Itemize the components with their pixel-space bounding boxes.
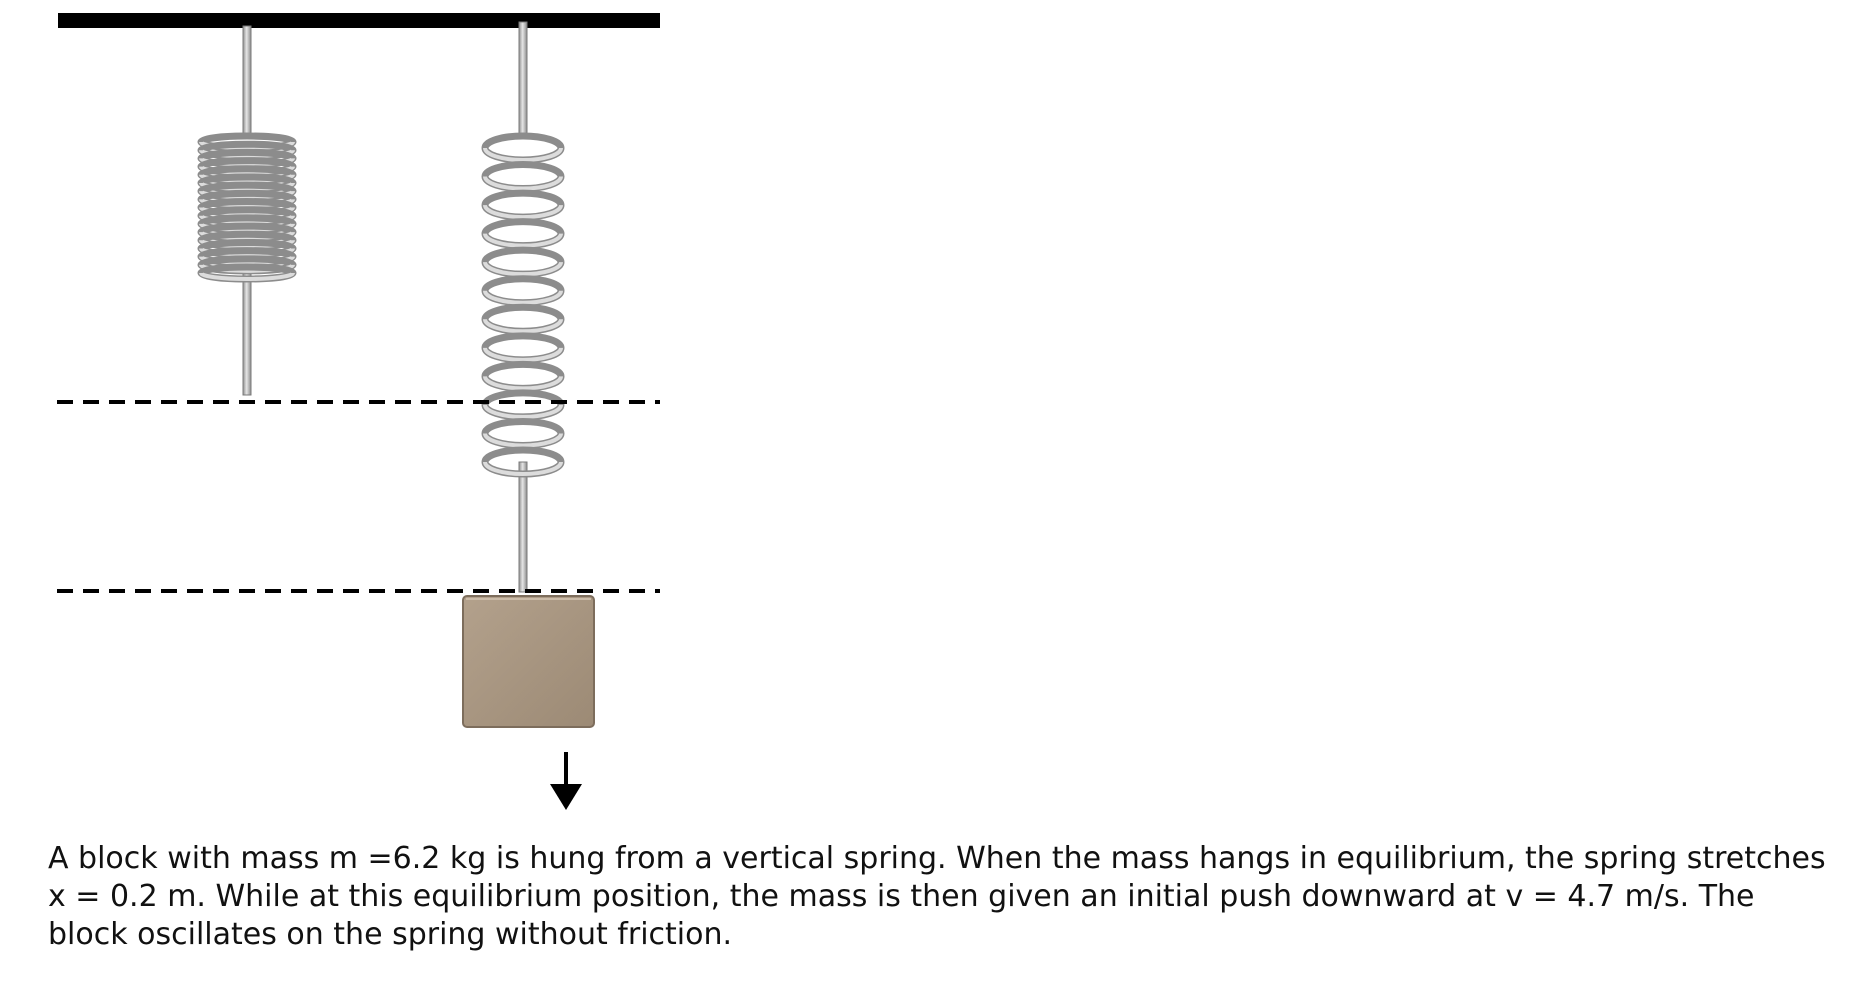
- right-spring-top-rod: [518, 21, 528, 135]
- spring-coil-highlight: [483, 347, 563, 362]
- left-spring-coils: [197, 132, 297, 283]
- unstretched-spring: [197, 25, 297, 396]
- spring-coil-highlight: [483, 147, 563, 162]
- spring-mass-diagram: [57, 13, 660, 810]
- spring-coil-highlight: [483, 204, 563, 220]
- spring-coil-highlight: [483, 318, 563, 334]
- spring-coil-highlight: [483, 461, 563, 476]
- spring-coil-highlight: [199, 272, 295, 281]
- spring-coil-highlight: [483, 404, 563, 419]
- spring-coil-highlight: [483, 375, 563, 391]
- spring-coil-highlight: [483, 261, 563, 277]
- left-spring-bottom-rod: [242, 269, 252, 396]
- hanging-block: [462, 595, 595, 728]
- spring-coil-highlight: [483, 290, 563, 305]
- spring-coil-highlight: [483, 176, 563, 191]
- down-arrow-icon: [550, 752, 582, 810]
- problem-statement: A block with mass m =6.2 kg is hung from…: [48, 841, 1826, 952]
- right-spring-coils: [481, 132, 565, 478]
- ceiling-bar: [58, 13, 660, 28]
- spring-coil-highlight: [483, 433, 563, 448]
- left-spring-top-rod: [242, 25, 252, 137]
- spring-coil-highlight: [483, 233, 563, 248]
- stretched-spring: [481, 21, 565, 593]
- right-spring-bottom-rod: [518, 461, 528, 593]
